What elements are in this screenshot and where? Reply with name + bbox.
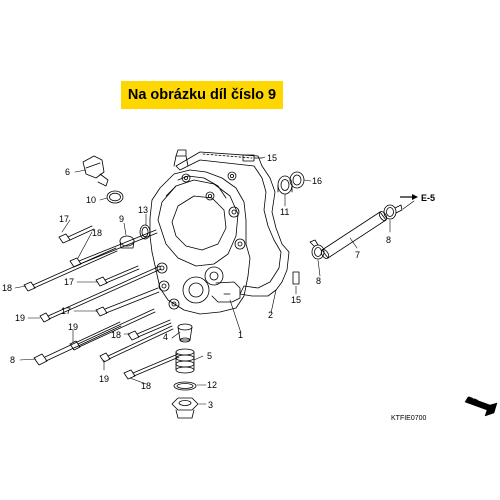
- callout-11: 11: [280, 207, 289, 217]
- callout-19: 19: [15, 313, 25, 323]
- callout-14: 10: [86, 195, 96, 205]
- bolt-19-bottom: [99, 325, 174, 363]
- strainer-screen-4: [177, 323, 193, 343]
- bolt-18-long: [23, 247, 118, 292]
- dowel-15-lower: [292, 271, 300, 285]
- callout-15: 15: [291, 295, 301, 305]
- bolt-18-middle: [127, 319, 172, 341]
- callout-7: 7: [355, 250, 360, 260]
- callout-17: 17: [61, 306, 71, 316]
- callout-1: 1: [238, 330, 243, 340]
- clamp-8-lower: [309, 239, 325, 260]
- highlight-banner: Na obrázku díl číslo 9: [121, 81, 283, 109]
- clamp-8-upper: [383, 204, 403, 220]
- callout-13: 13: [138, 205, 148, 215]
- reference-label: E-5: [421, 193, 435, 203]
- callout-5: 5: [207, 351, 212, 361]
- callout-3: 3: [208, 400, 213, 410]
- o-ring-12: [173, 381, 197, 391]
- callout-15: 15: [267, 153, 277, 163]
- callout-18: 18: [111, 330, 121, 340]
- bolt-17-upper: [58, 225, 95, 244]
- bolt-19-upper: [39, 265, 162, 323]
- callout-9: 8: [10, 355, 15, 365]
- callout-18: 18: [2, 283, 12, 293]
- callout-10: 9: [119, 214, 124, 224]
- callout-19: 19: [99, 374, 109, 384]
- callout-17: 17: [64, 277, 74, 287]
- reference-arrow-icon: [400, 194, 418, 200]
- oil-filler-cap: [82, 155, 109, 187]
- callout-8: 8: [386, 235, 391, 245]
- callout-18: 18: [141, 381, 151, 391]
- cover-gasket: [175, 151, 290, 297]
- diagram-code: KTFIE0700: [391, 415, 427, 422]
- callout-18: 18: [92, 228, 102, 238]
- bolt-19-lower: [69, 308, 156, 351]
- callout-2: 2: [268, 310, 273, 320]
- spring-5: [175, 348, 195, 374]
- bolt-17-middle: [95, 265, 140, 287]
- callout-17: 17: [59, 214, 69, 224]
- leader-lines: [14, 156, 415, 405]
- callout-8: 8: [316, 276, 321, 286]
- callout-4: 4: [163, 332, 168, 342]
- tube-7: [320, 211, 388, 259]
- o-ring-14: [106, 190, 124, 204]
- bolt-9-drain: [33, 321, 122, 366]
- front-direction-label: FR.: [465, 394, 482, 408]
- bolt-17-lower: [95, 287, 160, 317]
- drain-plug-3: [171, 397, 199, 419]
- bolt-18-bottom: [123, 353, 180, 380]
- dowel-15-upper: [242, 154, 263, 162]
- bearing-11: [277, 175, 293, 195]
- callout-19: 19: [68, 322, 78, 332]
- front-direction-arrow-icon: [464, 396, 498, 417]
- callout-16: 16: [312, 176, 322, 186]
- callout-6: 6: [65, 167, 70, 177]
- crankcase-cover: [149, 149, 251, 315]
- callout-12: 12: [207, 380, 217, 390]
